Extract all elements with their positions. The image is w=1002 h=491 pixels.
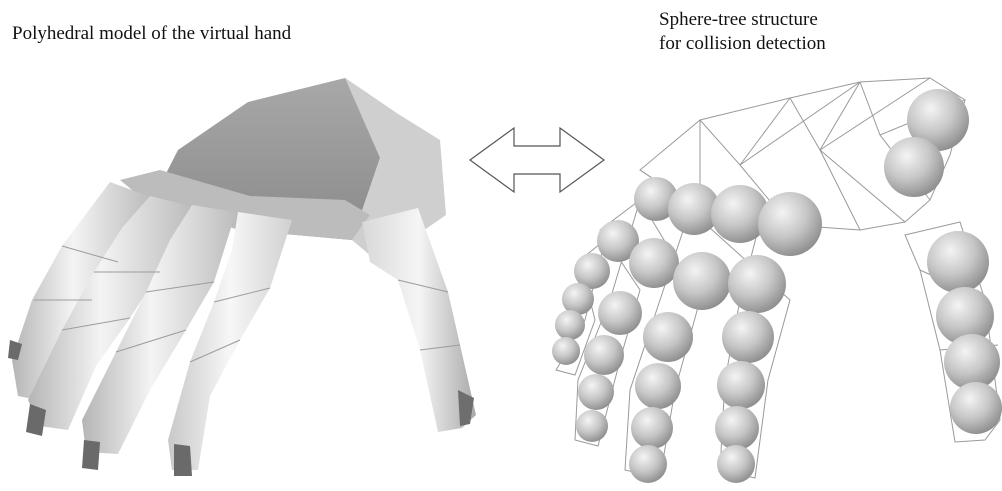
sphere bbox=[927, 231, 989, 293]
polyhedral-hand-icon bbox=[8, 78, 476, 476]
sphere bbox=[635, 363, 681, 409]
double-arrow-icon bbox=[470, 128, 604, 192]
sphere bbox=[673, 252, 731, 310]
sphere bbox=[643, 312, 693, 362]
sphere bbox=[629, 445, 667, 483]
sphere bbox=[629, 238, 679, 288]
sphere bbox=[944, 334, 1000, 390]
sphere bbox=[884, 137, 944, 197]
sphere bbox=[722, 311, 774, 363]
sphere bbox=[552, 337, 580, 365]
sphere-tree-hand-icon bbox=[552, 78, 1002, 483]
sphere bbox=[717, 361, 765, 409]
sphere bbox=[715, 406, 759, 450]
sphere bbox=[598, 291, 642, 335]
sphere bbox=[562, 283, 594, 315]
middle-nail bbox=[82, 440, 100, 470]
index-nail bbox=[174, 444, 192, 476]
sphere bbox=[631, 407, 673, 449]
sphere bbox=[950, 382, 1002, 434]
sphere bbox=[578, 374, 614, 410]
double-arrow bbox=[470, 128, 604, 192]
sphere bbox=[584, 335, 624, 375]
thumb-nail bbox=[458, 390, 474, 426]
sphere bbox=[758, 192, 822, 256]
sphere bbox=[555, 310, 585, 340]
sphere bbox=[717, 445, 755, 483]
sphere bbox=[728, 255, 786, 313]
sphere bbox=[576, 410, 608, 442]
